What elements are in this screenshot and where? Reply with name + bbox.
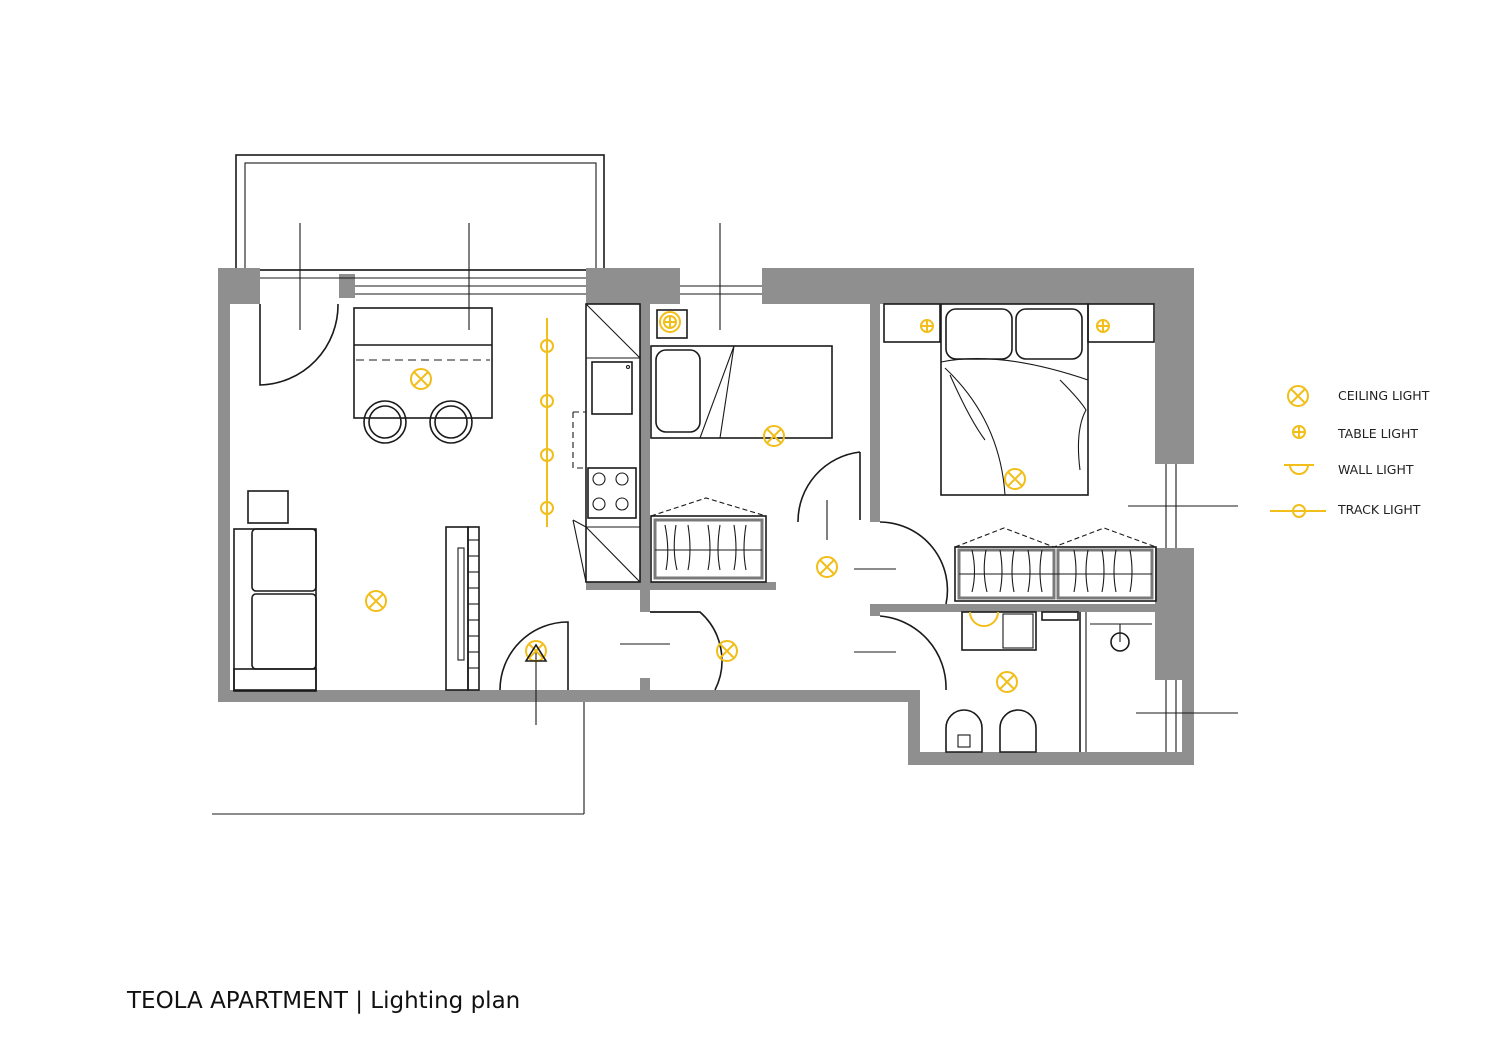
legend-wall-light: WALL LIGHT (1284, 462, 1414, 477)
ceiling-light-symbol (410, 368, 432, 390)
balcony (235, 154, 605, 271)
bedroom-1-furniture (650, 345, 833, 583)
bedroom-2-furniture (883, 303, 1157, 602)
windows (260, 277, 1177, 752)
legend: CEILING LIGHT TABLE LIGHT WALL LIGHT TRA… (1270, 385, 1430, 518)
lighting-symbols (365, 309, 1110, 693)
table-light-symbol (1096, 319, 1110, 333)
bathroom-fixtures (945, 611, 1152, 753)
wall-light-symbol (969, 611, 999, 627)
kitchen (572, 303, 641, 583)
ceiling-light-symbol (816, 556, 838, 578)
legend-track-light: TRACK LIGHT (1270, 502, 1421, 518)
legend-table-light: TABLE LIGHT (1292, 425, 1418, 441)
ceiling-light-symbol (1004, 468, 1026, 490)
ceiling-light-symbol (365, 590, 387, 612)
ceiling-light-symbol (763, 425, 785, 447)
reference-lines (212, 223, 1238, 815)
living-room-furniture (233, 307, 493, 692)
legend-label: WALL LIGHT (1338, 462, 1414, 477)
table-light-symbol (656, 309, 688, 339)
entrance-marker (524, 643, 548, 662)
table-light-symbol (920, 319, 934, 333)
legend-label: TRACK LIGHT (1337, 502, 1421, 517)
legend-label: CEILING LIGHT (1338, 388, 1430, 403)
plan-caption: TEOLA APARTMENT | Lighting plan (127, 988, 521, 1014)
legend-label: TABLE LIGHT (1337, 426, 1418, 441)
walls (218, 268, 1194, 765)
legend-ceiling-light: CEILING LIGHT (1287, 385, 1430, 407)
track-light-symbol (540, 318, 554, 527)
ceiling-light-symbol (716, 640, 738, 662)
ceiling-light-symbol (996, 671, 1018, 693)
hangers (655, 524, 762, 571)
